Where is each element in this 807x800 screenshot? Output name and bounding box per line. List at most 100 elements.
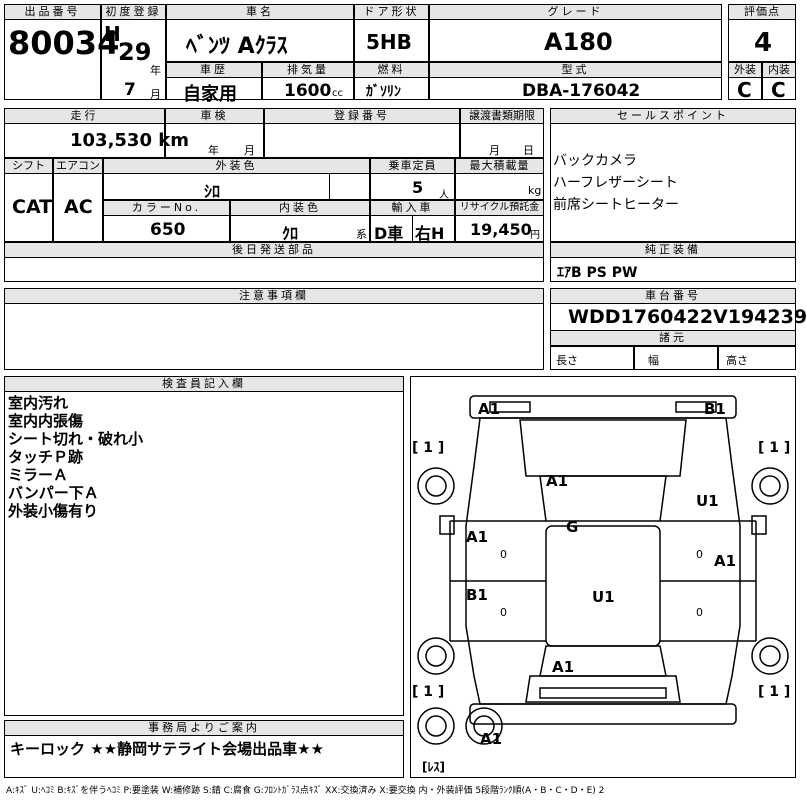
- mark-front-left: A1: [478, 400, 501, 418]
- fuel-header: 燃料: [354, 62, 429, 78]
- color-no-header: カラーNo.: [103, 200, 230, 216]
- model-header: 型式: [429, 62, 722, 78]
- sales-point-item: 前席シートヒーター: [553, 197, 679, 213]
- chassis: WDD1760422V194239: [568, 306, 807, 328]
- import-type: D車: [374, 224, 404, 243]
- int-score: C: [771, 78, 786, 102]
- int-header: 内装: [762, 62, 796, 78]
- insp-year: 年: [208, 144, 219, 157]
- genuine: ｴｱB PS PW: [557, 265, 638, 281]
- genuine-header: 純正装備: [550, 242, 796, 258]
- int-color-header: 内装色: [230, 200, 370, 216]
- steering: 右H: [415, 224, 445, 243]
- reg-no-header: 登録番号: [264, 108, 460, 124]
- mark-roof: U1: [592, 588, 615, 606]
- first-reg-box: [101, 4, 166, 100]
- tire-front-left: [ 1 ]: [412, 440, 445, 456]
- door-header: ドア形状: [354, 4, 429, 20]
- tire-front-right: [ 1 ]: [758, 440, 791, 456]
- doc-month: 月: [489, 144, 500, 157]
- later-parts-header: 後日発送部品: [4, 242, 544, 258]
- spec-hei-cell: [718, 346, 796, 370]
- capacity-header: 乗車定員: [370, 158, 455, 174]
- score-header: 評価点: [728, 4, 796, 20]
- displacement-header: 排気量: [262, 62, 354, 78]
- mark-door-fr: A1: [714, 552, 737, 570]
- mark-door-fl: A1: [466, 528, 489, 546]
- reg-year: 29: [118, 38, 152, 66]
- mark-door-rl: B1: [466, 586, 488, 604]
- inspector-note: 外装小傷有り: [8, 502, 99, 520]
- spec-len-cell: [550, 346, 634, 370]
- ext-color-divider: [329, 174, 370, 200]
- reg-month-unit: 月: [150, 88, 161, 101]
- inspector-note: 室内汚れ: [8, 394, 69, 412]
- mileage-header: 走行: [4, 108, 165, 124]
- zero-mark: 0: [500, 606, 507, 619]
- spec-wid-cell: [634, 346, 718, 370]
- inspector-note: タッチＰ跡: [8, 448, 84, 466]
- history: 自家用: [183, 84, 237, 105]
- import-divider: [412, 216, 413, 242]
- import-header: 輸入車: [370, 200, 455, 216]
- mark-hood: A1: [546, 472, 569, 490]
- doc-day: 日: [523, 144, 534, 157]
- zero-mark: 0: [696, 548, 703, 561]
- notes-header: 注意事項欄: [4, 288, 544, 304]
- tire-rear-right: [ 1 ]: [758, 684, 791, 700]
- inspector-note: バンパー下Ａ: [8, 484, 99, 502]
- spec-len: 長さ: [556, 354, 578, 367]
- car-name-header: 車名: [166, 4, 354, 20]
- chassis-header: 車台番号: [550, 288, 796, 304]
- ac: AC: [64, 196, 93, 218]
- tire-rear-left: [ 1 ]: [412, 684, 445, 700]
- recycle-unit: 円: [530, 230, 540, 241]
- sales-points-header: セールスポイント: [550, 108, 796, 124]
- door-type: 5HB: [366, 30, 412, 54]
- capacity: 5: [412, 178, 424, 197]
- inspector-note: シート切れ・破れ小: [8, 430, 144, 448]
- ext-color: ｼﾛ: [204, 182, 221, 201]
- ac-header: エアコン: [53, 158, 103, 174]
- zero-mark: 0: [500, 548, 507, 561]
- inspector-note: 室内内張傷: [8, 412, 84, 430]
- sales-point-item: ハーフレザーシート: [553, 175, 678, 191]
- specs-header: 諸元: [550, 330, 796, 346]
- spare-tire: [ﾚｽ]: [422, 760, 445, 774]
- displacement-unit: cc: [332, 88, 343, 99]
- ext-color-header: 外装色: [103, 158, 370, 174]
- office-header: 事務局よりご案内: [4, 720, 404, 736]
- recycle: 19,450: [470, 220, 532, 239]
- car-name: ﾍﾞﾝﾂ Aｸﾗｽ: [186, 34, 288, 59]
- mark-fender-right: U1: [696, 492, 719, 510]
- shift: CAT: [12, 196, 53, 218]
- inspector-header: 検査員記入欄: [4, 376, 404, 392]
- car-diagram-box: [410, 376, 796, 778]
- zero-mark: 0: [696, 606, 703, 619]
- sales-point-item: バックカメラ: [553, 153, 637, 169]
- mark-front-right: B1: [704, 400, 726, 418]
- load-unit: kg: [528, 184, 542, 197]
- lot-no-header: 出品番号: [4, 4, 101, 20]
- spec-hei: 高さ: [726, 354, 748, 367]
- office-note: キーロック ★★静岡サテライト会場出品車★★: [10, 740, 325, 758]
- reg-year-unit: 年: [150, 64, 161, 77]
- history-header: 車歴: [166, 62, 262, 78]
- era: H: [104, 22, 121, 46]
- inspector-note: ミラーＡ: [8, 466, 69, 484]
- displacement: 1600: [284, 81, 332, 101]
- grade-header: グレード: [429, 4, 722, 20]
- ext-score: C: [737, 78, 752, 102]
- spec-wid: 幅: [648, 354, 659, 367]
- recycle-header: リサイクル預託金: [455, 200, 544, 216]
- fuel: ｶﾞｿﾘﾝ: [366, 84, 401, 100]
- ext-header: 外装: [728, 62, 762, 78]
- model: DBA-176042: [522, 81, 641, 101]
- int-color: ｸﾛ: [282, 224, 299, 243]
- mileage: 103,530 km: [70, 130, 189, 151]
- transfer-docs-header: 譲渡書類期限: [460, 108, 544, 124]
- int-color-unit: 系: [356, 228, 367, 241]
- legend: A:ｷｽﾞ U:ﾍｺﾐ B:ｷｽﾞを伴うﾍｺﾐ P:要塗装 W:補修跡 S:錆 …: [6, 786, 605, 796]
- color-no: 650: [150, 220, 186, 240]
- shift-header: シフト: [4, 158, 53, 174]
